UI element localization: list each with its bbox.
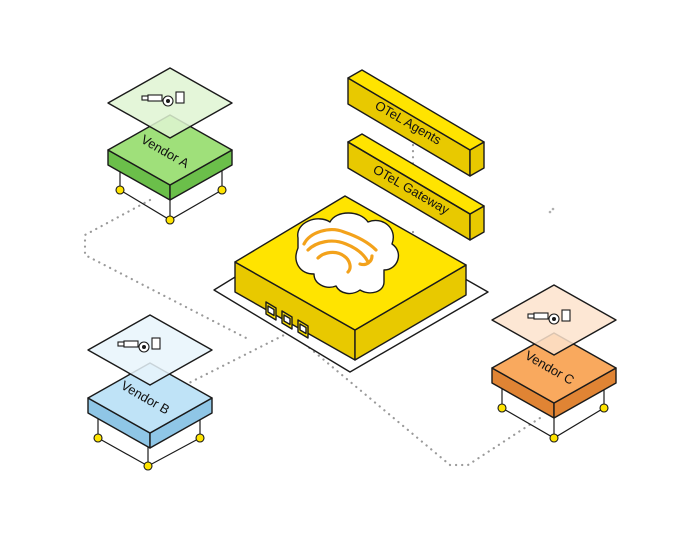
- cloud-logo-icon: [295, 212, 400, 295]
- vendor-b-node: Vendor B: [87, 314, 213, 471]
- decor-dots: [548, 207, 555, 214]
- node-dot-icon: [217, 185, 227, 195]
- port-icon: [281, 310, 293, 330]
- connector-vendor-a: [83, 198, 252, 342]
- node-dot-icon: [497, 403, 507, 413]
- node-dot-icon: [599, 403, 609, 413]
- hub-ports: [265, 301, 309, 339]
- telescope-icon: [117, 337, 161, 353]
- node-dot-icon: [165, 215, 175, 225]
- node-dot-icon: [195, 433, 205, 443]
- node-dot-icon: [549, 433, 559, 443]
- port-icon: [265, 301, 277, 321]
- otel-gateway-slab: OTeL Gateway: [347, 133, 485, 241]
- vendor-c-node: Vendor C: [491, 284, 617, 443]
- node-dot-icon: [143, 461, 153, 471]
- node-dot-icon: [115, 185, 125, 195]
- telescope-icon: [527, 309, 571, 325]
- port-icon: [297, 319, 309, 339]
- telescope-icon: [141, 91, 185, 107]
- vendor-a-node: Vendor A: [107, 67, 233, 225]
- connector-vendor-b: [183, 330, 292, 387]
- connector-vendor-c: [298, 338, 542, 467]
- vendor-b-overlay-plate: [87, 314, 213, 386]
- node-dot-icon: [93, 433, 103, 443]
